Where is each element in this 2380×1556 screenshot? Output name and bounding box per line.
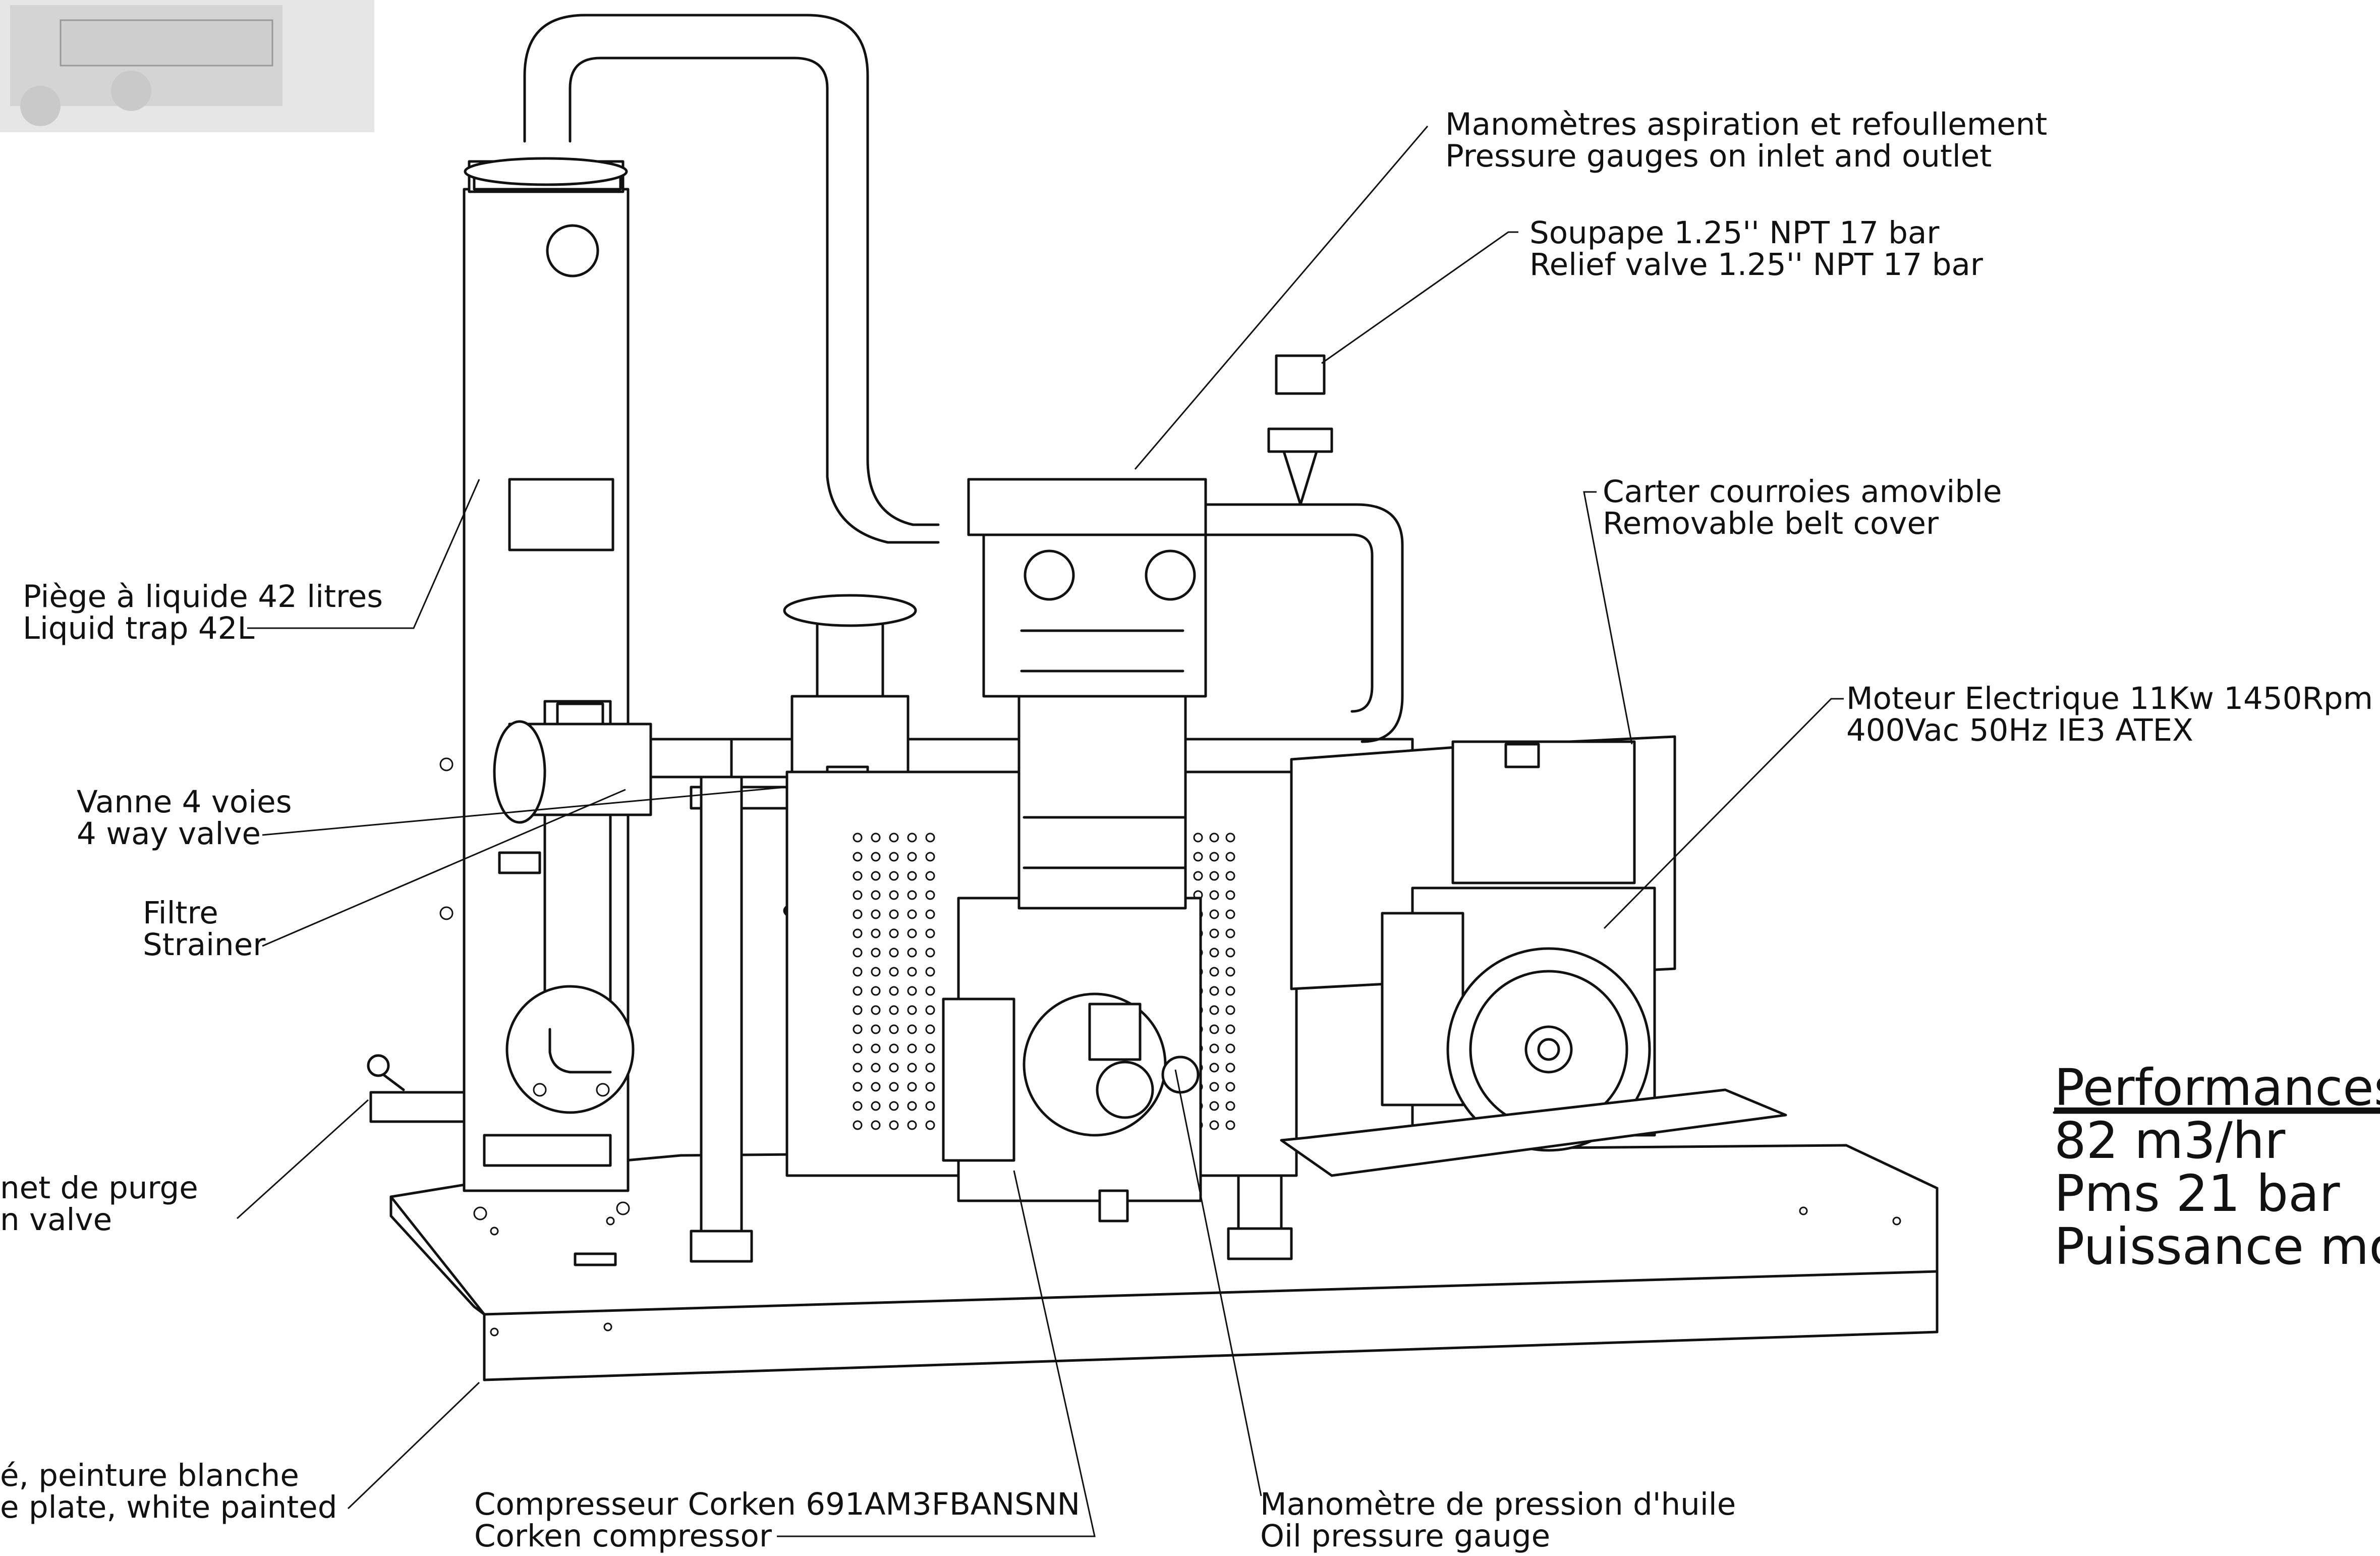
inset-photo — [0, 0, 374, 132]
label-trap-fr: Piège à liquide 42 litres — [23, 579, 383, 615]
label-motor-fr: Moteur Electrique 11Kw 1450Rpm — [1846, 681, 2373, 716]
performances-power: Puissance mo — [2054, 1217, 2380, 1276]
label-valve-fr: Vanne 4 voies — [77, 784, 292, 820]
label-gauges-en: Pressure gauges on inlet and outlet — [1445, 138, 1992, 174]
performances-title: Performances — [2054, 1058, 2380, 1117]
label-strainer-fr: Filtre — [143, 895, 218, 931]
base-plate — [389, 1144, 1939, 1381]
label-drain-fr: net de purge — [0, 1170, 198, 1206]
suction-pipe — [523, 14, 940, 544]
label-relief-en: Relief valve 1.25'' NPT 17 bar — [1529, 247, 1984, 283]
performances-pressure: Pms 21 bar — [2054, 1164, 2340, 1223]
label-base-fr: é, peinture blanche — [0, 1458, 299, 1493]
label-oil-en: Oil pressure gauge — [1260, 1518, 1550, 1553]
label-base-en: e plate, white painted — [0, 1489, 337, 1525]
leader-lines — [236, 126, 1844, 1537]
drain-valve — [367, 1054, 466, 1123]
label-oil-fr: Manomètre de pression d'huile — [1260, 1486, 1736, 1522]
discharge-pipe — [1204, 354, 1404, 743]
label-valve-en: 4 way valve — [77, 816, 261, 852]
label-belt-en: Removable belt cover — [1603, 506, 1939, 541]
compressor — [942, 478, 1207, 1222]
callout-labels: Manomètres aspiration et refoullement Pr… — [0, 106, 2373, 1554]
electric-motor — [1280, 740, 1787, 1177]
label-relief-fr: Soupape 1.25'' NPT 17 bar — [1529, 215, 1940, 251]
label-compressor-en: Corken compressor — [474, 1518, 772, 1553]
performances-flow: 82 m3/hr — [2054, 1111, 2286, 1170]
perforated-guard — [853, 832, 1235, 1130]
label-compressor-fr: Compresseur Corken 691AM3FBANSNN — [474, 1486, 1080, 1522]
label-gauges-fr: Manomètres aspiration et refoullement — [1445, 106, 2047, 142]
label-trap-en: Liquid trap 42L — [23, 610, 254, 646]
label-motor-en: 400Vac 50Hz IE3 ATEX — [1846, 712, 2193, 748]
label-strainer-en: Strainer — [143, 927, 266, 963]
performances-block: Performances 82 m3/hr Pms 21 bar Puissan… — [2053, 1058, 2380, 1276]
label-drain-en: n valve — [0, 1202, 112, 1238]
label-belt-fr: Carter courroies amovible — [1603, 474, 2002, 510]
strainer-assembly — [493, 700, 652, 1114]
